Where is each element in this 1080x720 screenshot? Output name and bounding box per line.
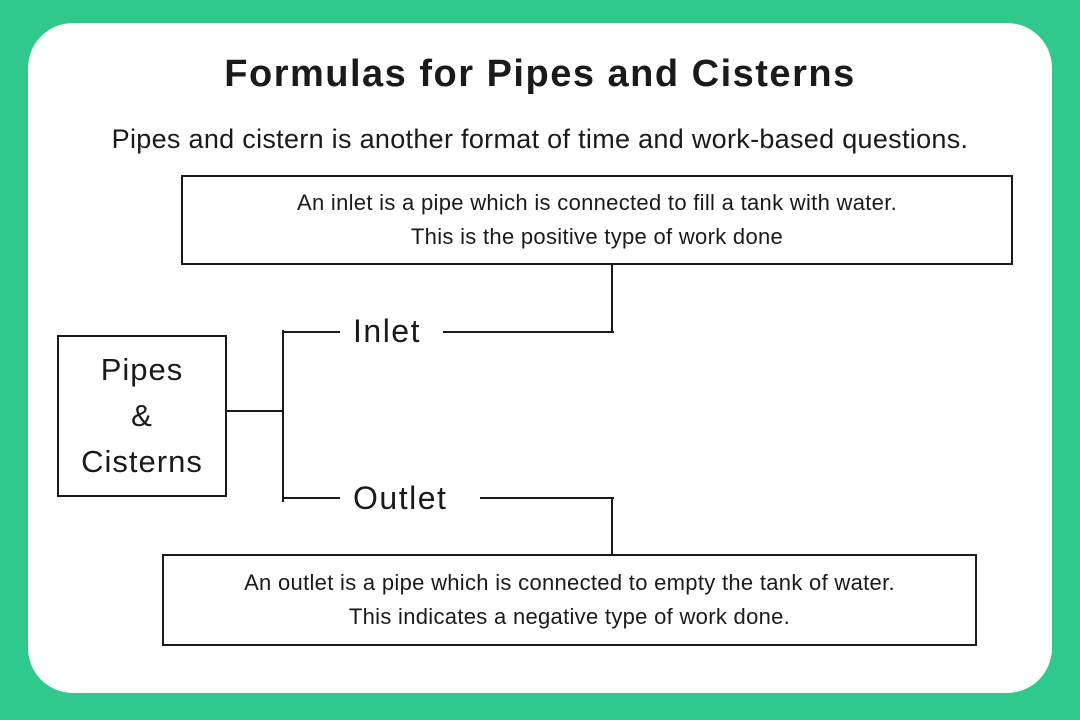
inlet-branch-label: Inlet	[353, 313, 421, 349]
root-node-line-1: Pipes	[100, 352, 184, 387]
root-node-box: Pipes & Cisterns	[57, 335, 227, 497]
outlet-branch-label: Outlet	[353, 480, 448, 516]
connector-inlet-vertical	[611, 265, 613, 333]
inlet-description-line-1: An inlet is a pipe which is connected to…	[296, 190, 898, 215]
page-subtitle: Pipes and cistern is another format of t…	[111, 124, 969, 154]
connector-root-horizontal	[227, 410, 284, 412]
connector-outlet-left	[283, 497, 340, 499]
inlet-description-box: An inlet is a pipe which is connected to…	[181, 175, 1013, 265]
connector-outlet-vertical	[611, 497, 613, 556]
connector-inlet-left	[283, 331, 340, 333]
inlet-description-line-2: This is the positive type of work done	[410, 224, 784, 249]
connector-inlet-right	[443, 331, 614, 333]
connector-bracket-vertical	[282, 330, 284, 502]
outlet-description-line-1: An outlet is a pipe which is connected t…	[244, 570, 895, 595]
connector-outlet-right	[480, 497, 614, 499]
root-node-line-2: &	[131, 398, 153, 433]
root-node-line-3: Cisterns	[81, 444, 203, 479]
page-title: Formulas for Pipes and Cisterns	[224, 53, 856, 95]
outlet-description-line-2: This indicates a negative type of work d…	[348, 604, 791, 629]
outlet-description-box: An outlet is a pipe which is connected t…	[162, 554, 977, 646]
